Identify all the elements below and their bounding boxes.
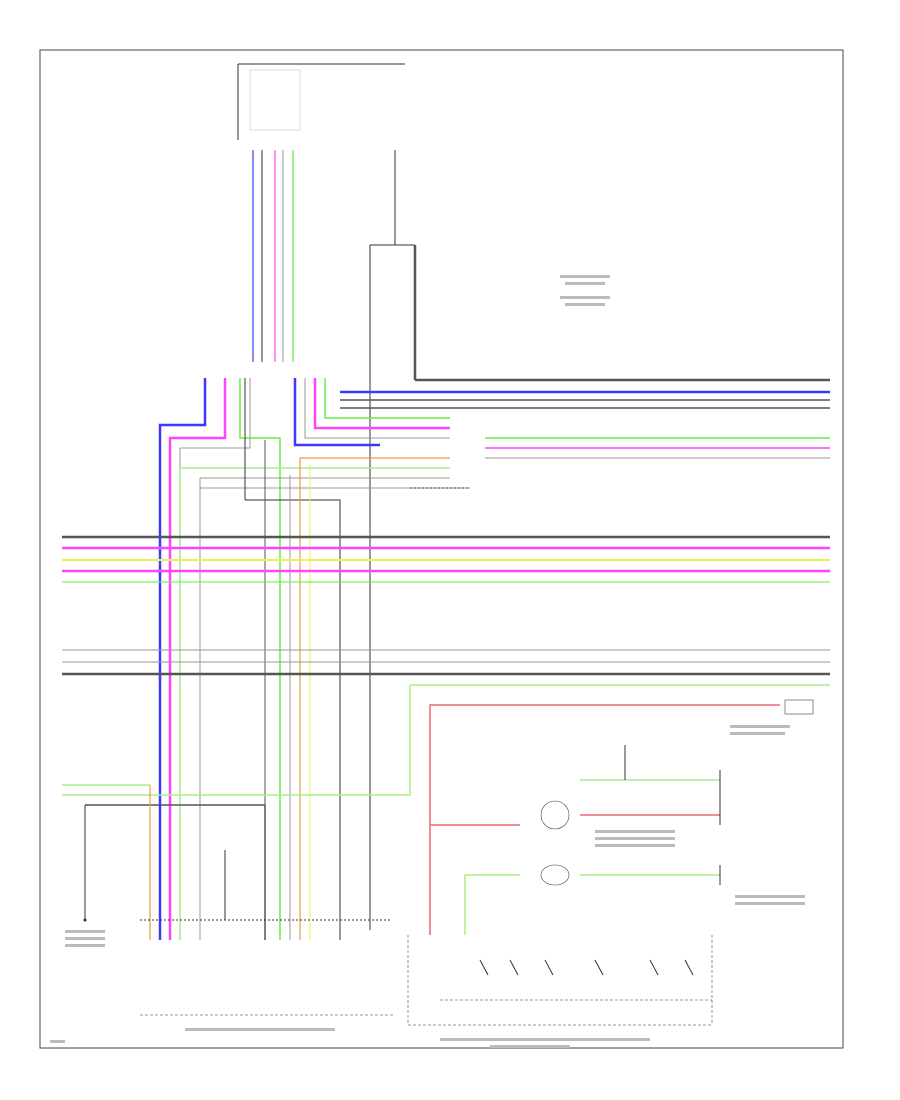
mid-upper-wires (168, 378, 830, 940)
blue-wire-group (158, 378, 830, 940)
right-module-boxes (407, 699, 814, 1026)
top-connector (237, 63, 405, 362)
diagram-frame (39, 49, 844, 1049)
main-bus (62, 535, 830, 686)
lower-left-wires (62, 685, 411, 940)
label-marks (50, 275, 805, 1048)
left-vertical-bus (179, 440, 311, 940)
red-wires (429, 704, 780, 935)
left-module-connector (83, 850, 395, 1016)
top-right-wire (369, 150, 830, 930)
